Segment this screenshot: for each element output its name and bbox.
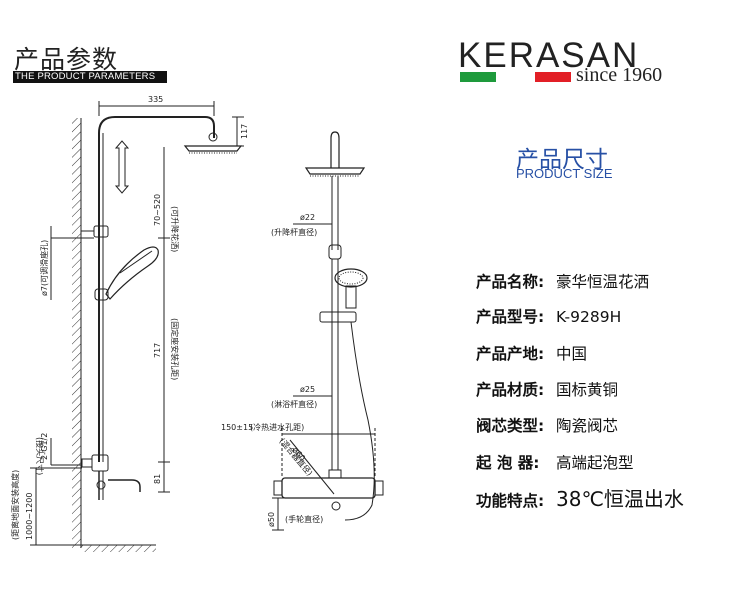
spec-row-material: 产品材质: 国标黄铜: [476, 378, 618, 400]
spec-value: 高端起泡型: [556, 454, 634, 472]
dim-knob-label: ø50: [267, 512, 276, 527]
page-subtitle-bar: THE PRODUCT PARAMETERS: [13, 71, 167, 83]
dim-717-note: (固定座安装孔距): [170, 318, 180, 380]
dim-mixer-note: (混合器直径): [277, 436, 314, 478]
dim-inlet-note: (冷热进水孔距): [250, 422, 304, 432]
dim-knob-note: (手轮直径): [285, 514, 323, 524]
front-slide-holder: [319, 311, 357, 323]
dim-lift-rod-note: (升降杆直径): [271, 227, 317, 237]
spec-label: 产品材质:: [476, 381, 545, 399]
spec-row-feature: 功能特点: 38℃恒温出水: [476, 483, 684, 512]
dim-mixer-leader: [289, 439, 335, 495]
front-hand-shower: [334, 268, 368, 288]
slide-holder: [94, 288, 109, 301]
side-view: [30, 101, 244, 552]
dim-thread-label: 2-G1/2: [40, 433, 49, 460]
spec-value: 豪华恒温花洒: [556, 273, 650, 291]
dim-slide-label: ø7(可调滑座孔): [39, 240, 49, 296]
size-subtitle: PRODUCT SIZE: [516, 166, 613, 181]
front-view: [272, 131, 384, 531]
tub-spout: [108, 479, 141, 492]
spec-value: 陶瓷阀芯: [556, 417, 619, 435]
spec-row-aerator: 起 泡 器: 高端起泡型: [476, 451, 634, 473]
spec-value: 中国: [556, 345, 588, 363]
floor-hatch: [81, 545, 156, 552]
front-rain-head: [304, 167, 366, 175]
spec-label: 产品型号:: [476, 308, 545, 326]
hand-shower-face: [119, 250, 153, 274]
spec-label: 功能特点:: [476, 492, 545, 510]
collar: [328, 244, 342, 260]
wall-hatch: [72, 118, 81, 548]
brand-logo: KERASAN: [458, 36, 640, 75]
dim-shower-rod-note: (淋浴杆直径): [271, 399, 317, 409]
dim-717-label: 717: [153, 343, 162, 358]
spec-row-model: 产品型号: K-9289H: [476, 305, 621, 327]
knob-left: [273, 480, 283, 496]
top-arm: [98, 116, 215, 138]
flag-red-stripe: [535, 72, 571, 82]
adjust-arrow-icon: [114, 140, 130, 194]
flag-green-stripe: [460, 72, 496, 82]
dim-floor-note: (距离地面安装高度): [10, 470, 20, 540]
page-title: 产品参数: [14, 45, 119, 74]
dim-floor-label: 1000~1200: [25, 493, 34, 540]
mixer-inlet: [81, 458, 93, 468]
head-joint: [208, 132, 218, 142]
dim-thread-note: (接头尺寸): [35, 437, 45, 475]
dim-335-label: 335: [148, 95, 163, 104]
spec-value: 38℃恒温出水: [556, 487, 684, 511]
spec-label: 起 泡 器:: [476, 454, 540, 472]
spec-value: K-9289H: [556, 308, 622, 326]
outlet-nut: [331, 501, 341, 511]
mixer-connector: [328, 469, 342, 479]
hand-shower: [105, 246, 159, 300]
dim-lift-rod-label: ø22: [300, 213, 315, 222]
spec-row-origin: 产品产地: 中国: [476, 342, 587, 364]
dim-adjust-note: (可升降花洒): [170, 206, 180, 252]
gooseneck: [330, 131, 340, 168]
dim-117-label: 117: [240, 124, 249, 139]
spec-row-name: 产品名称: 豪华恒温花洒: [476, 270, 649, 292]
spec-label: 产品名称:: [476, 273, 545, 291]
brand-since: since 1960: [576, 64, 663, 86]
front-hand-shower-nozzles: [338, 271, 364, 285]
diverter-knob: [96, 480, 106, 490]
dim-adjust-label: 70~520: [153, 194, 162, 226]
spec-label: 阀芯类型:: [476, 417, 545, 435]
hand-shower-handle: [345, 285, 357, 309]
bracket-upper: [93, 225, 109, 238]
spec-value: 国标黄铜: [556, 381, 619, 399]
spec-label: 产品产地:: [476, 345, 545, 363]
size-title: 产品尺寸: [516, 147, 608, 173]
spec-row-cartridge: 阀芯类型: 陶瓷阀芯: [476, 414, 618, 436]
dim-shower-rod-label: ø25: [300, 385, 315, 394]
dim-inlet-label: 150±15: [221, 423, 253, 432]
hose: [344, 321, 375, 521]
rain-head: [183, 145, 243, 152]
knob-right: [374, 480, 384, 496]
dim-81-label: 81: [153, 474, 162, 484]
